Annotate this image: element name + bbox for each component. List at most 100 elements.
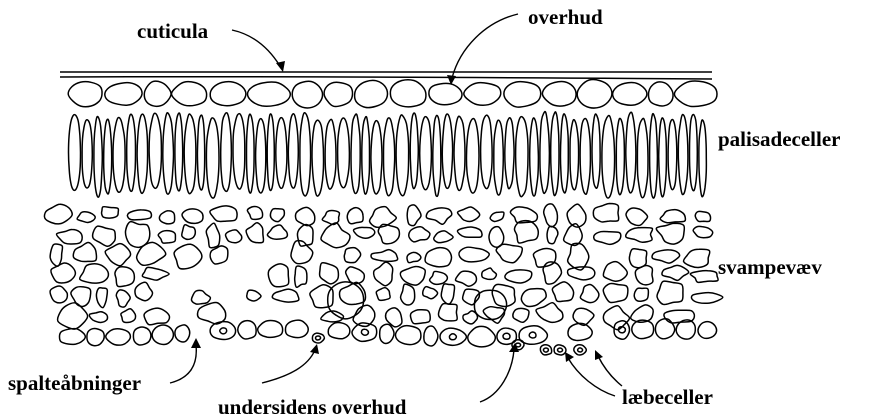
upper-epidermis-cell: [390, 80, 426, 107]
upper-epidermis: [68, 80, 717, 108]
spongy-cell: [457, 227, 482, 237]
guard-cell-pore: [578, 348, 583, 352]
spongy-cell: [626, 228, 653, 243]
spongy-cell: [691, 293, 722, 304]
spongy-cell: [116, 290, 130, 307]
palisade-cell: [113, 117, 125, 192]
palisade-cell: [602, 115, 615, 198]
spongy-cell: [513, 308, 529, 322]
spongy-cell: [77, 212, 95, 223]
palisade-cell: [104, 119, 112, 194]
palisade-cell: [325, 119, 336, 189]
cell-nucleus: [220, 328, 227, 334]
upper-epidermis-cell: [248, 82, 291, 106]
palisade-cell: [659, 118, 667, 197]
palisade-cell: [699, 120, 706, 197]
spongy-cell: [121, 309, 136, 323]
palisade-cell: [94, 116, 102, 197]
cell-nucleus: [361, 329, 368, 335]
spongy-cell: [51, 263, 76, 283]
spongy-cell: [482, 268, 497, 279]
lower-epidermis-cell: [258, 320, 283, 337]
upper-epidermis-cell: [648, 82, 673, 106]
spongy-cell: [344, 248, 360, 263]
lower-epidermis-cell: [133, 327, 151, 345]
palisade-layer: [69, 112, 707, 199]
palisade-cell: [560, 114, 568, 193]
spongy-cell: [684, 249, 710, 267]
spongy-cell: [115, 267, 134, 287]
spongy-cell: [376, 288, 390, 301]
lower-epidermis-cell: [175, 325, 190, 342]
upper-epidermis-cell: [464, 83, 501, 106]
label-spalteabninger: spalteåbninger: [8, 371, 141, 395]
palisade-cell: [668, 120, 677, 190]
palisade-cell: [312, 120, 324, 196]
palisade-cell: [396, 115, 409, 196]
spongy-cell: [105, 244, 130, 266]
palisade-cell: [338, 118, 350, 188]
spongy-cell: [438, 303, 457, 320]
spongy-cell: [593, 204, 618, 222]
spongy-cell: [564, 224, 583, 246]
palisade-cell: [442, 114, 452, 188]
spongy-cell: [543, 262, 561, 284]
lower-epidermis-cell: [440, 328, 466, 345]
spongy-cell: [206, 223, 219, 248]
palisade-cell: [276, 118, 287, 189]
spongy-cell: [459, 247, 489, 262]
palisade-cell: [256, 119, 266, 193]
guard-cell: [540, 345, 551, 355]
spongy-cell: [321, 223, 350, 248]
spongy-cell: [568, 267, 595, 280]
spongy-cell: [656, 223, 684, 244]
spongy-cell: [295, 266, 307, 287]
spongy-cell: [635, 265, 653, 284]
palisade-cell: [637, 118, 648, 197]
spongy-cell: [247, 207, 262, 220]
palisade-cell: [82, 120, 92, 188]
spongy-cell: [73, 242, 96, 261]
palisade-cell: [626, 112, 636, 193]
palisade-cell: [247, 114, 255, 193]
spongy-cell: [573, 308, 594, 325]
spongy-cell: [400, 266, 425, 285]
spongy-cell: [455, 271, 476, 286]
label-svampevaev: svampevæv: [718, 255, 822, 279]
lower-epidermis-cell: [424, 326, 438, 346]
spongy-cell: [182, 209, 203, 223]
spongy-cell: [272, 289, 299, 302]
upper-epidermis-cell: [613, 83, 647, 106]
lower-epidermis-cell: [87, 329, 104, 346]
upper-epidermis-cell: [324, 82, 352, 106]
upper-epidermis-cell: [429, 83, 462, 104]
palisade-cell: [580, 118, 590, 194]
palisade-cell: [410, 113, 418, 189]
spongy-cell: [295, 207, 314, 225]
spongy-cell: [96, 288, 107, 308]
spongy-cell: [225, 230, 241, 243]
upper-epidermis-cell: [542, 82, 576, 106]
spongy-cell: [191, 290, 210, 304]
palisade-cell: [530, 118, 539, 196]
palisade-cell: [466, 119, 479, 194]
spongy-cell: [57, 229, 83, 244]
spongy-cell: [89, 312, 107, 323]
palisade-cell: [163, 113, 174, 194]
spongy-cell: [142, 267, 169, 280]
spongy-cell: [80, 264, 109, 283]
spongy-cell: [434, 231, 453, 243]
palisade-cell: [184, 114, 196, 194]
spongy-cell: [634, 288, 648, 301]
spongy-cell: [603, 283, 628, 302]
upper-epidermis-cell: [504, 82, 541, 107]
palisade-cell: [69, 115, 81, 191]
palisade-cell: [351, 114, 360, 194]
guard-cell-pore: [543, 348, 548, 352]
cell-nucleus: [529, 332, 536, 338]
spongy-cell: [50, 244, 62, 266]
spongy-cell: [662, 265, 689, 280]
palisade-cell: [233, 114, 245, 189]
lower-epidermis-cell: [676, 320, 695, 339]
